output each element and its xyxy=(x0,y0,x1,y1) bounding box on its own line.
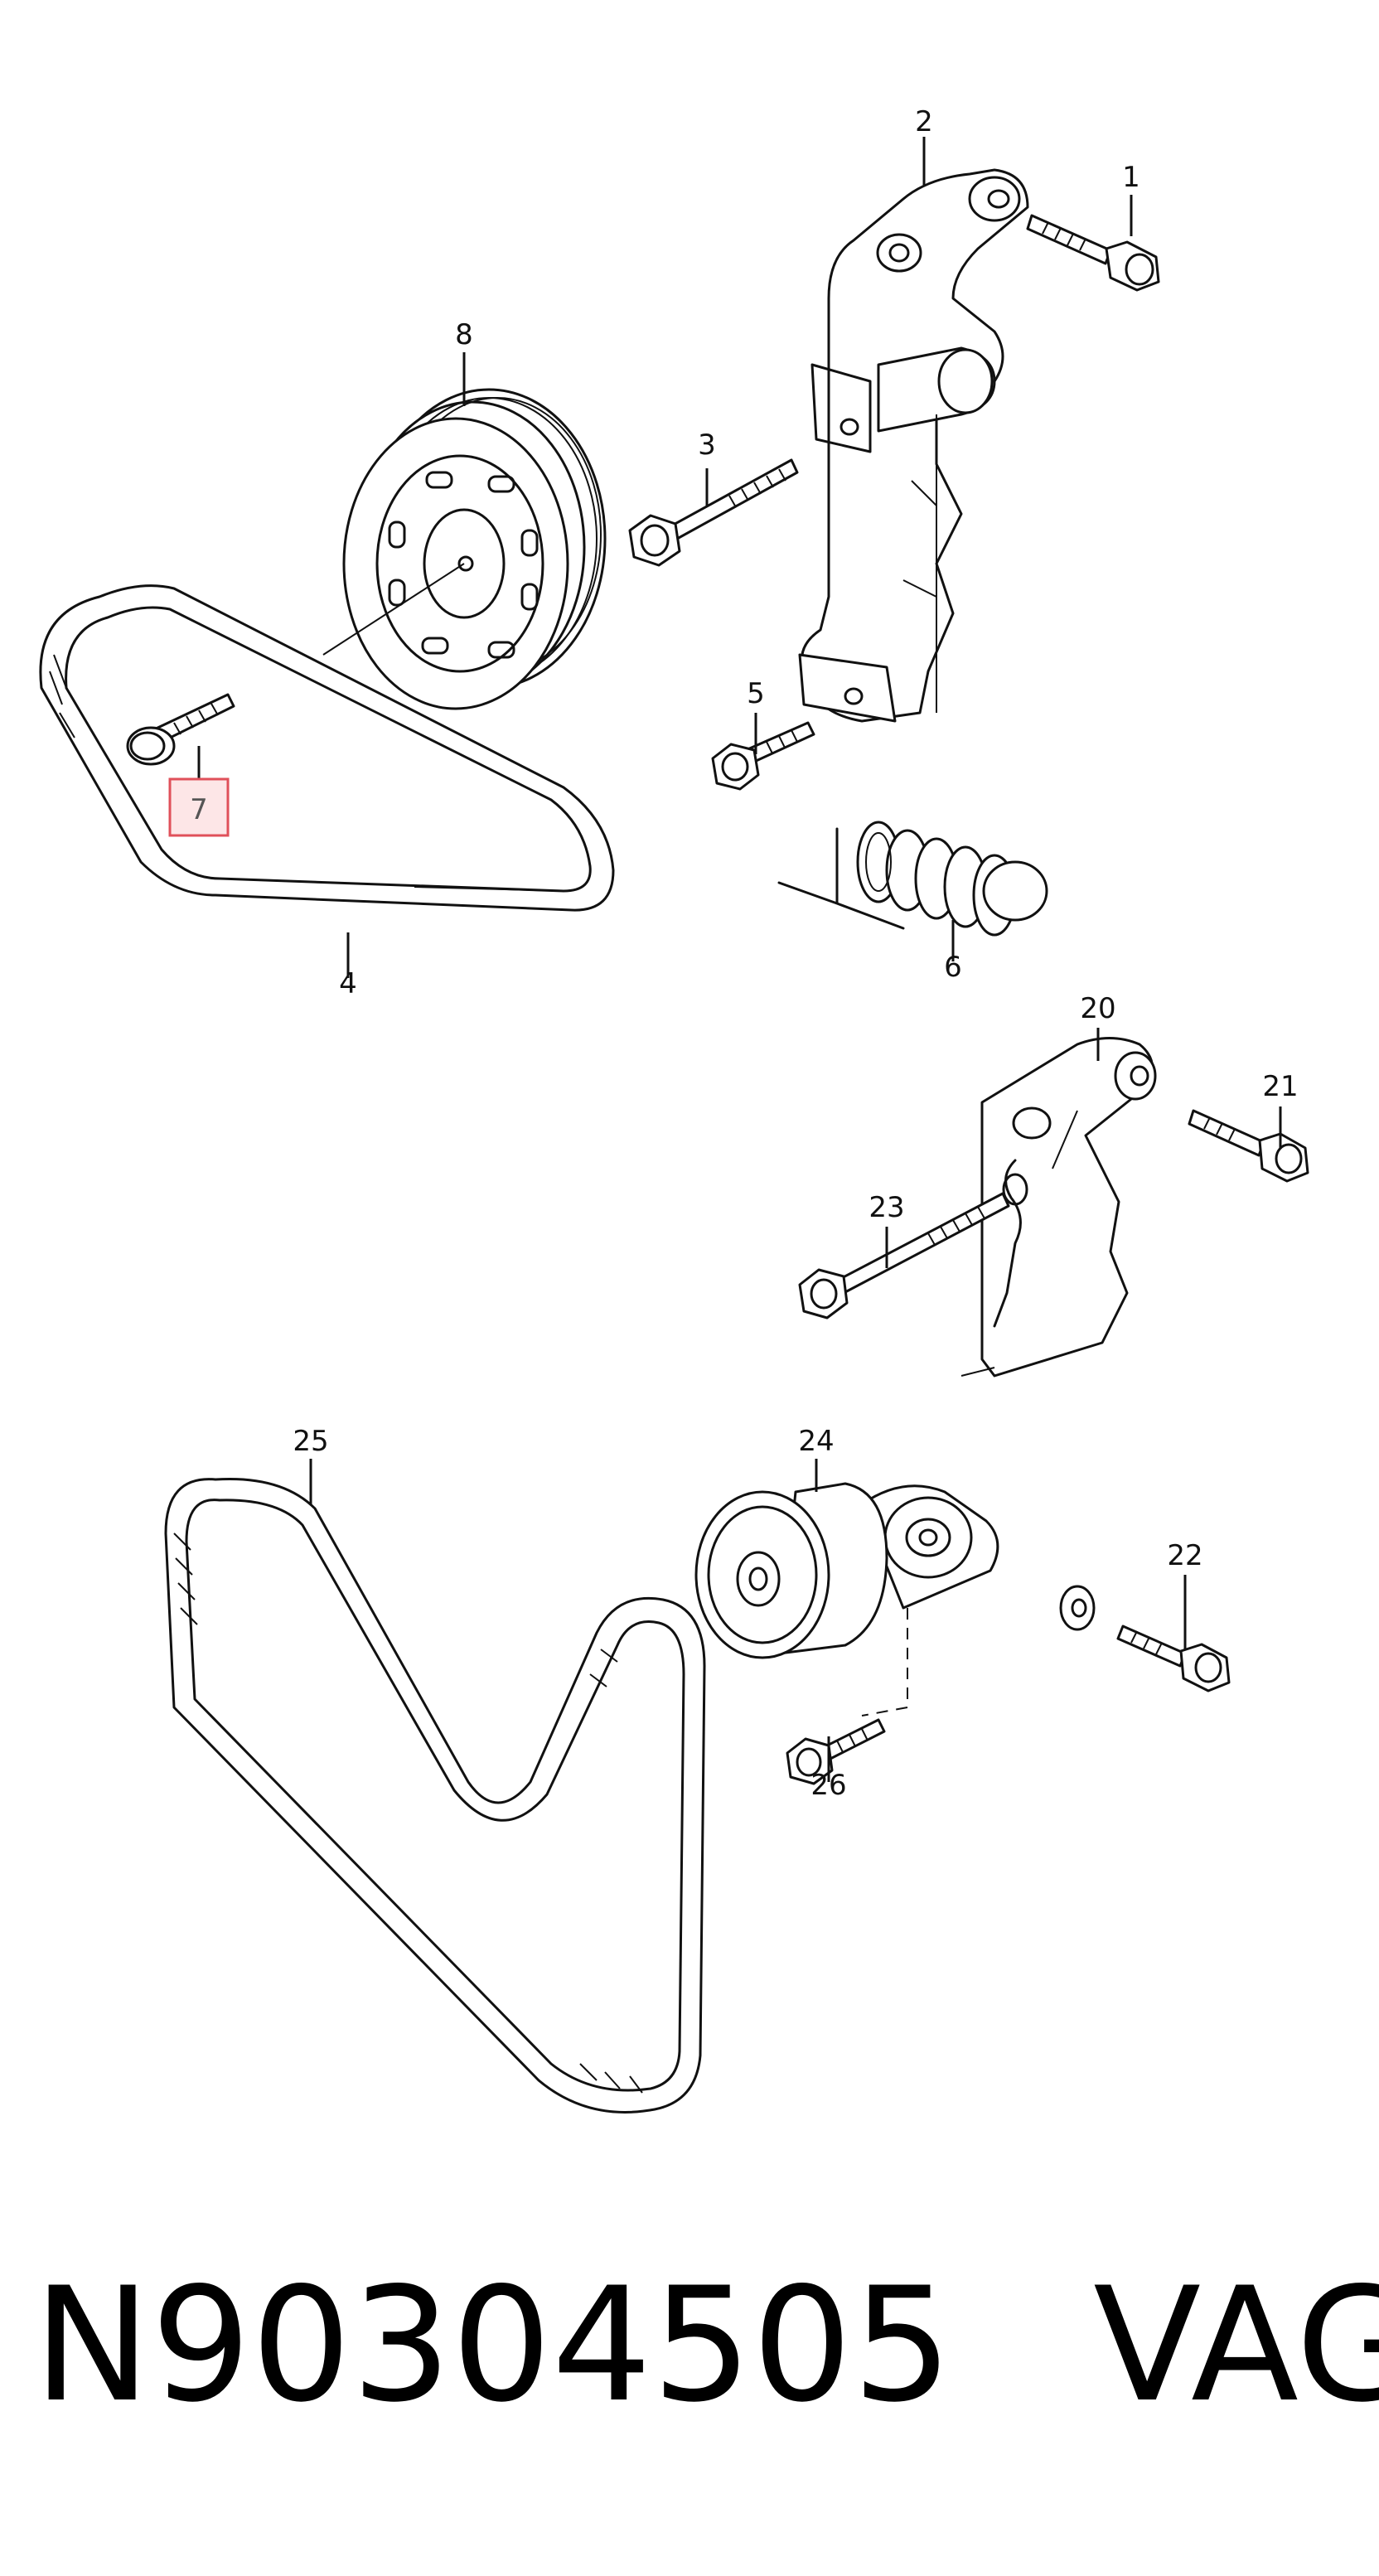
spring-6 xyxy=(777,821,1048,937)
label-7-highlight[interactable]: 7 xyxy=(168,777,230,837)
label-8: 8 xyxy=(455,318,473,351)
bolt-1[interactable] xyxy=(1026,214,1160,292)
label-4: 4 xyxy=(339,967,357,1000)
leader-lines xyxy=(197,137,1282,1782)
label-26: 26 xyxy=(810,1769,846,1802)
bolt-22[interactable] xyxy=(1059,1585,1231,1692)
label-21: 21 xyxy=(1262,1070,1298,1103)
bolt-21[interactable] xyxy=(1188,1109,1309,1183)
label-20: 20 xyxy=(1080,992,1115,1025)
part-labels: 1 2 3 4 5 6 8 20 21 23 25 24 22 26 xyxy=(293,105,1298,1802)
bracket-20 xyxy=(960,1037,1157,1378)
caption: N90304505 VAG xyxy=(33,2254,1379,2437)
drive-belt-25 xyxy=(164,1477,706,2114)
part-number: N90304505 xyxy=(33,2254,953,2437)
label-25: 25 xyxy=(293,1425,328,1458)
bolt-23[interactable] xyxy=(798,1192,1010,1319)
label-3: 3 xyxy=(698,429,716,462)
label-22: 22 xyxy=(1167,1539,1202,1572)
label-5: 5 xyxy=(747,677,765,710)
label-7: 7 xyxy=(190,793,208,826)
label-2: 2 xyxy=(915,105,933,138)
bolt-26[interactable] xyxy=(786,1718,886,1785)
belt-tensioner-24 xyxy=(694,1482,999,1717)
bolt-7[interactable] xyxy=(126,693,235,766)
label-1: 1 xyxy=(1122,161,1140,194)
label-23: 23 xyxy=(869,1191,904,1224)
drive-belt-4 xyxy=(39,584,615,912)
bolt-3[interactable] xyxy=(628,458,799,567)
bolt-5[interactable] xyxy=(711,721,815,791)
bracket-2 xyxy=(798,168,1029,723)
crankshaft-pulley-8 xyxy=(322,388,607,710)
brand-name: VAG xyxy=(1093,2254,1379,2437)
label-24: 24 xyxy=(798,1425,834,1458)
label-6: 6 xyxy=(944,951,962,984)
